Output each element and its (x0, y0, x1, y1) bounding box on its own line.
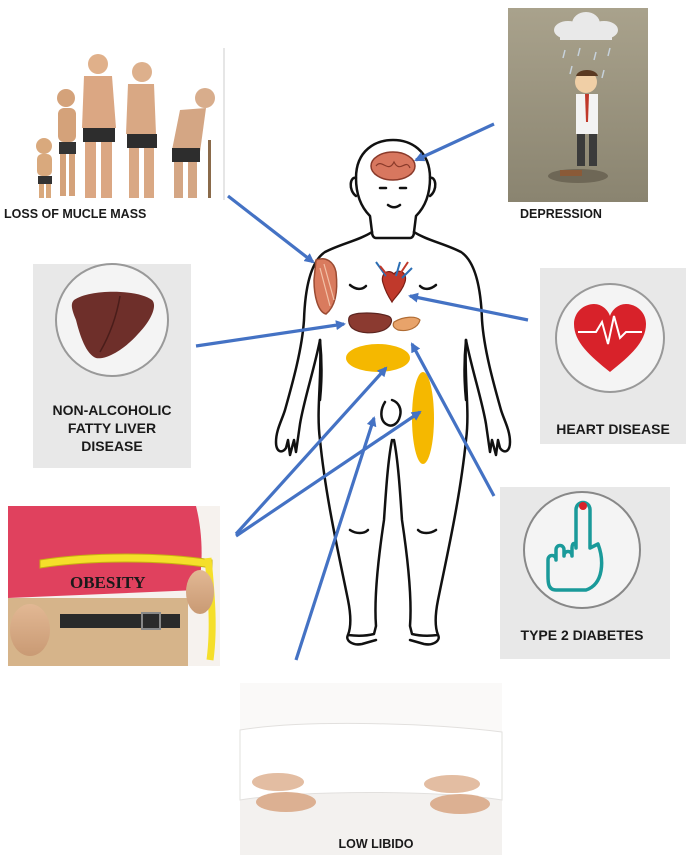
heart-label: HEART DISEASE (556, 421, 670, 437)
muscle-mass-panel: LOSS OF MUCLE MASS (4, 48, 225, 221)
diabetes-label: TYPE 2 DIABETES (521, 627, 644, 643)
heart-organ (376, 262, 412, 302)
thigh-fat (412, 372, 434, 464)
arrow-heart (410, 296, 528, 320)
pancreas (393, 317, 420, 330)
liver-label-line3: DISEASE (81, 438, 142, 454)
libido-panel: LOW LIBIDO (240, 683, 502, 855)
muscle-mass-label: LOSS OF MUCLE MASS (4, 207, 146, 221)
depression-panel: DEPRESSION (508, 8, 648, 221)
liver-label-line1: NON-ALCOHOLIC (53, 402, 172, 418)
liver-panel: NON-ALCOHOLIC FATTY LIVER DISEASE (33, 264, 191, 468)
depression-label: DEPRESSION (520, 207, 602, 221)
arrow-depression (416, 124, 494, 160)
body-figure (276, 140, 510, 644)
heart-panel: HEART DISEASE (540, 268, 686, 444)
diabetes-panel: TYPE 2 DIABETES (500, 487, 670, 659)
liver-label-line2: FATTY LIVER (68, 420, 156, 436)
obesity-label: OBESITY (70, 573, 146, 592)
obesity-panel: OBESITY (8, 506, 220, 666)
arrow-liver (196, 324, 344, 346)
arrow-muscle (228, 196, 313, 262)
belt (60, 614, 180, 628)
liver-organ (349, 313, 392, 333)
belly-fat (346, 344, 410, 372)
libido-label: LOW LIBIDO (339, 837, 414, 851)
